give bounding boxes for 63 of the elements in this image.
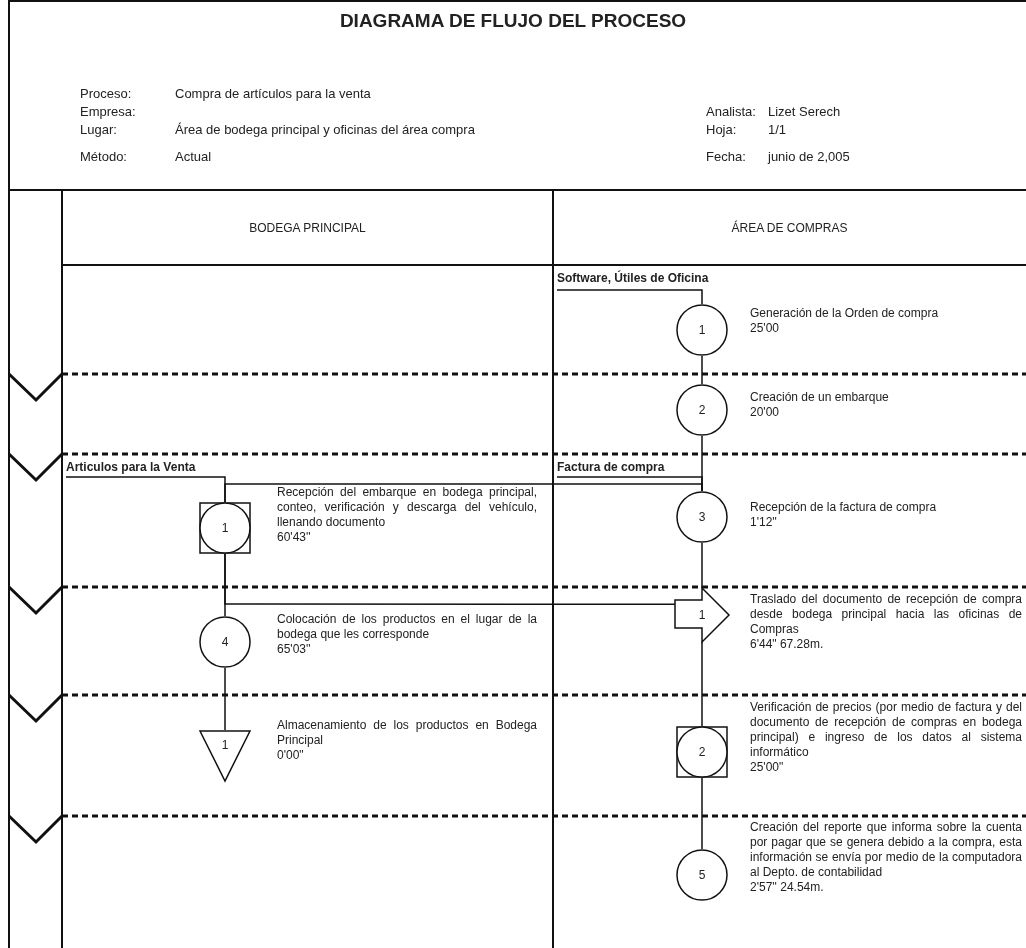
step-duration: 2'57'' 24.54m. — [750, 880, 825, 895]
field-value: 1/1 — [768, 122, 787, 137]
storage-triangle — [199, 730, 251, 782]
material-label: Software, Útiles de Oficina — [557, 270, 707, 290]
field-value: Actual — [175, 149, 212, 164]
lane-header: ÁREA DE COMPRAS — [730, 221, 849, 235]
step-number: 4 — [220, 635, 230, 649]
step-description: Recepción de la factura de compra — [750, 500, 938, 515]
field-label: Proceso: — [80, 86, 132, 101]
step-duration: 25'00" — [750, 760, 785, 775]
field-value: Área de bodega principal y oficinas del área compra — [175, 122, 475, 137]
field-label: Analista: — [706, 104, 756, 119]
field-label: Lugar: — [80, 122, 117, 137]
diagram-title: DIAGRAMA DE FLUJO DEL PROCESO — [338, 10, 688, 32]
connector-line — [701, 777, 703, 850]
step-number: 5 — [697, 868, 707, 882]
step-description: Colocación de los productos en el lugar de la bodega que les corresponde — [277, 612, 537, 642]
step-description: Traslado del documento de recepción de compra desde bodega principal hacia las oficinas de Compras — [750, 592, 1022, 637]
connector-line — [556, 289, 703, 305]
operation-circle — [676, 491, 728, 543]
field-label: Empresa: — [80, 104, 136, 119]
step-duration: 1'12'' — [750, 515, 778, 530]
material-label: Factura de compra — [557, 459, 697, 477]
material-label: Articulos para la Venta — [66, 459, 216, 477]
step-duration: 6'44" 67.28m. — [750, 637, 825, 652]
operation-circle — [199, 616, 251, 668]
step-duration: 0'00" — [277, 748, 305, 763]
step-number: 1 — [220, 521, 230, 535]
step-duration: 60'43'' — [277, 530, 312, 545]
connector-line — [224, 553, 676, 605]
field-value: Lizet Serech — [768, 104, 841, 119]
step-number: 1 — [697, 608, 707, 622]
step-number: 1 — [220, 738, 230, 752]
connector-line — [224, 483, 703, 503]
step-description: Creación de un embarque — [750, 390, 890, 405]
step-duration: 20'00 — [750, 405, 780, 420]
connector-line — [224, 667, 226, 731]
field-value: Compra de artículos para la venta — [175, 86, 371, 101]
step-description: Generación de la Orden de compra — [750, 306, 940, 321]
step-number: 1 — [697, 323, 707, 337]
combined-operation-inspection-symbol — [676, 726, 728, 778]
step-description: Creación del reporte que informa sobre la cuenta por pagar que se genera debido a la compra, esta información se envía por medio de la computadora al Depto. de contabilidad — [750, 820, 1022, 880]
field-label: Método: — [80, 149, 127, 164]
operation-circle — [676, 384, 728, 436]
connector-line — [701, 542, 703, 589]
step-duration: 25'00 — [750, 321, 780, 336]
step-number: 2 — [697, 745, 707, 759]
field-label: Hoja: — [706, 122, 737, 137]
step-description: Verificación de precios (por medio de factura y del documento de recepción de compras en bodega principal) e ingreso de los datos al sistema informático — [750, 700, 1022, 760]
lane-header: BODEGA PRINCIPAL — [248, 221, 367, 235]
step-description: Almacenamiento de los productos en Bodega Principal — [277, 718, 537, 748]
connector-line — [701, 355, 703, 385]
step-number: 3 — [697, 510, 707, 524]
transport-arrow-symbol — [675, 588, 729, 642]
field-label: Fecha: — [706, 149, 746, 164]
step-description: Recepción del embarque en bodega principal, conteo, verificación y descarga del vehículo, llenando documento — [277, 485, 537, 530]
combined-operation-inspection-symbol — [199, 502, 251, 554]
field-value: junio de 2,005 — [768, 149, 850, 164]
step-duration: 65'03'' — [277, 642, 312, 657]
step-number: 2 — [697, 403, 707, 417]
operation-circle — [676, 304, 728, 356]
operation-circle — [676, 849, 728, 901]
connector-line — [701, 641, 703, 727]
